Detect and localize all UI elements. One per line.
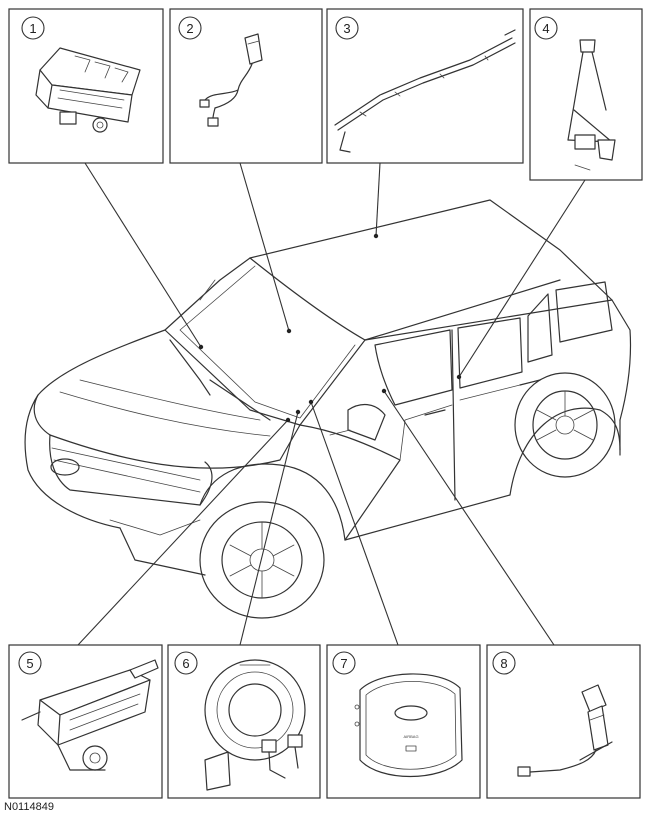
leader-dot-1 [198,344,204,350]
leader-4 [458,179,586,378]
leader-2 [239,162,290,332]
callout-number-2: 2 [186,21,193,36]
leader-dot-7 [308,399,314,405]
leader-dot-5 [285,417,291,423]
panel-3: 3 [326,8,524,164]
sensor-harness-icon [199,33,263,127]
leader-dot-8 [381,388,387,394]
callout-number-4: 4 [542,21,549,36]
panel-7: 7 AIRBAG [326,644,481,799]
leader-8 [383,390,555,646]
leader-dot-2 [286,328,292,334]
leader-dot-6 [295,409,301,415]
panel-8: 8 [486,644,641,799]
panel-4: 4 [529,8,643,181]
curtain-airbag-icon [334,29,516,153]
callout-number-8: 8 [500,656,507,671]
callout-number-7: 7 [340,656,347,671]
callout-number-6: 6 [182,656,189,671]
clockspring-icon [204,659,306,791]
panel-6: 6 [167,644,321,799]
leader-1 [84,162,202,348]
leader-6 [239,411,299,646]
seatbelt-buckle-icon [517,684,613,777]
steering-column-icon [21,659,159,771]
figure-reference-code: N0114849 [4,801,54,813]
logo-oval [394,705,428,721]
leader-7 [310,401,399,646]
leader-dot-3 [373,233,379,239]
leader-5 [77,419,289,646]
callout-number-5: 5 [26,656,33,671]
panel-1: 1 [8,8,164,164]
callout-number-1: 1 [29,21,36,36]
leader-lines [77,162,586,646]
airbag-cover-text: AIRBAG [403,734,418,739]
panel-2: 2 [169,8,323,164]
leader-dot-4 [456,374,462,380]
driver-airbag-icon: AIRBAG [354,673,463,777]
leader-3 [375,162,381,237]
vehicle-illustration [24,199,632,619]
callout-number-3: 3 [343,21,350,36]
panel-5: 5 [8,644,163,799]
passenger-airbag-icon [35,47,141,133]
seatbelt-retractor-icon [567,39,616,171]
